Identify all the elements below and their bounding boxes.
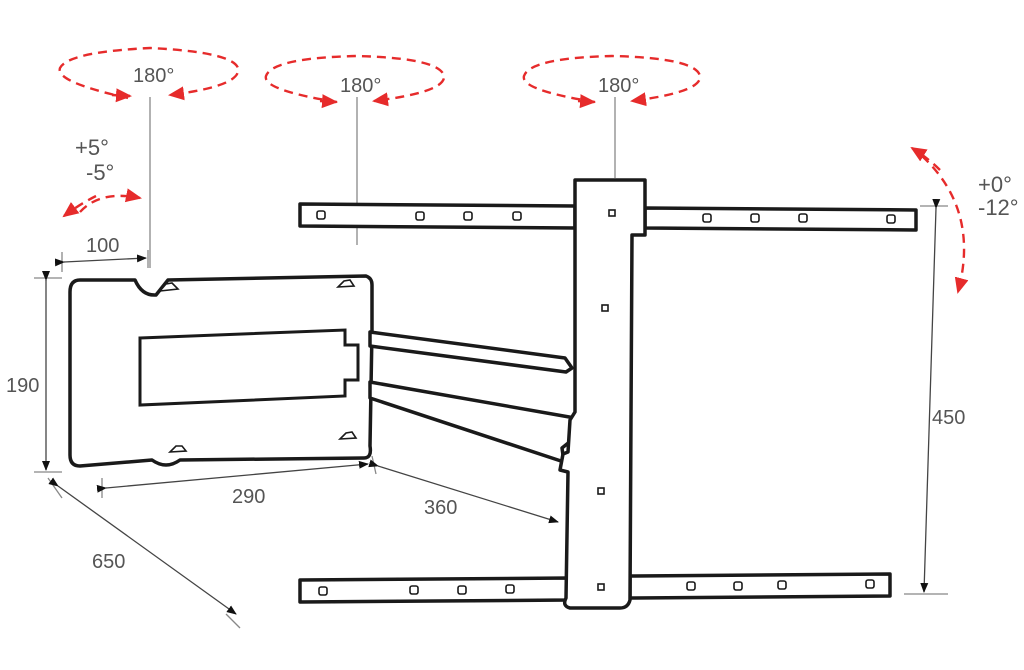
dim-max-extension: 650 <box>92 551 125 573</box>
wall-plate-cutout <box>138 328 360 407</box>
screen-tilt-down-label: -12° <box>978 195 1019 220</box>
arm-tilt-up-label: +5° <box>75 135 109 160</box>
dim-arm-1: 290 <box>232 486 265 508</box>
labels: 180° 180° 180° +5° -5° +0° -12° 100 190 … <box>6 65 1019 573</box>
top-vesa-rail <box>298 202 577 230</box>
pivot-guide-lines <box>149 97 616 268</box>
dim-vesa-height: 450 <box>932 407 965 429</box>
dim-plate-height: 190 <box>6 375 39 397</box>
swing-arm-upper <box>368 330 574 374</box>
mounting-holes <box>316 209 896 596</box>
dim-arm-2: 360 <box>424 497 457 519</box>
wall-plate-tabs <box>158 279 358 453</box>
dimension-lines <box>34 198 948 629</box>
arm-tilt-down-label: -5° <box>86 160 114 185</box>
center-column <box>558 178 647 610</box>
swivel-label-2: 180° <box>340 75 381 97</box>
dim-pivot-offset: 100 <box>86 235 119 257</box>
swing-arm-lower <box>368 380 577 464</box>
rotation-arrows <box>58 46 969 294</box>
swivel-label-3: 180° <box>598 75 639 97</box>
swivel-label-1: 180° <box>133 65 174 87</box>
screen-tilt-up-label: +0° <box>978 172 1012 197</box>
bottom-vesa-rail <box>298 576 572 604</box>
